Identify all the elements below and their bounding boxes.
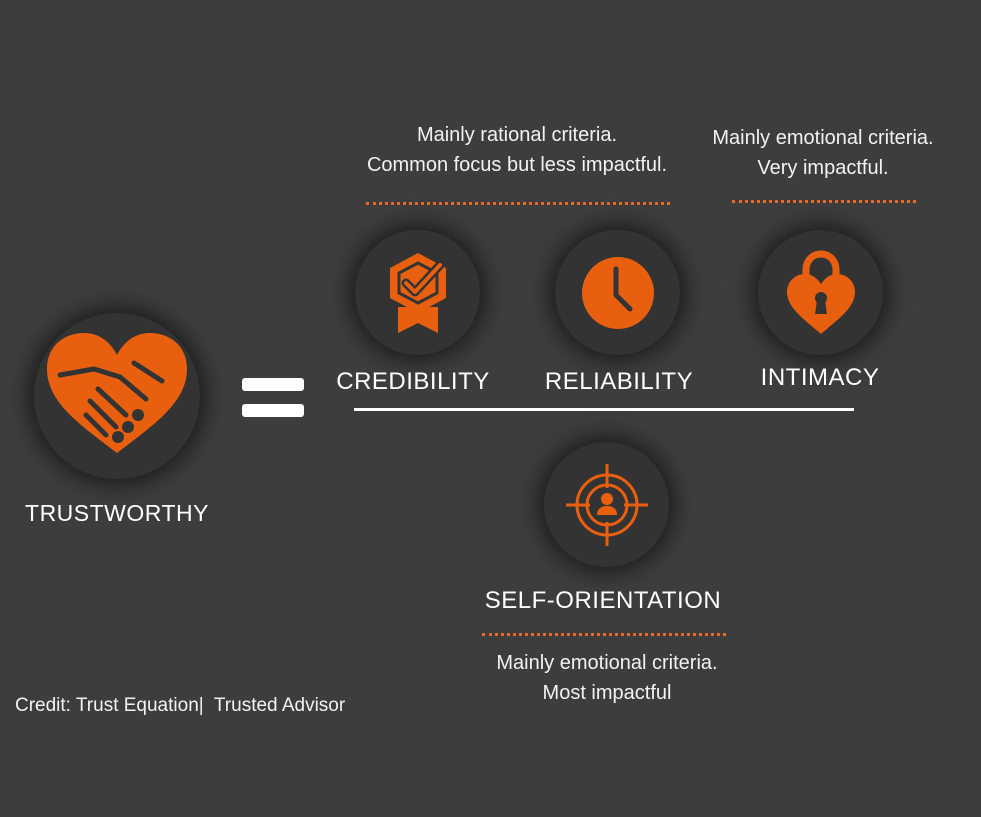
trustworthy-label: TRUSTWORTHY — [25, 500, 209, 526]
emotional-note-line-2: Very impactful. — [757, 157, 889, 179]
equals-bar-top — [242, 378, 304, 391]
intimacy-label: INTIMACY — [760, 364, 880, 391]
fraction-line — [354, 408, 854, 411]
emotional-dotted-line — [732, 200, 916, 203]
self-orientation-dotted-line — [482, 633, 726, 636]
emotional-criteria-note: Mainly emotional criteria. Very impactfu… — [696, 123, 950, 183]
rational-note-line-2: Common focus but less impactful. — [366, 154, 668, 176]
rational-note-line-1: Mainly rational criteria. — [416, 124, 618, 146]
equals-bar-bottom — [242, 404, 304, 417]
reliability-circle — [555, 230, 680, 355]
credibility-circle — [355, 230, 480, 355]
rational-dotted-line — [366, 202, 670, 205]
trustworthy-circle — [34, 313, 200, 479]
handshake-heart-icon — [47, 333, 187, 453]
self-orientation-note-line-1: Mainly emotional criteria. — [496, 652, 718, 674]
credit-text: Credit: Trust Equation| Trusted Advisor — [15, 695, 346, 716]
clock-icon — [581, 256, 654, 329]
heart-lock-icon — [786, 249, 855, 334]
rational-criteria-note: Mainly rational criteria. Common focus b… — [352, 120, 682, 180]
badge-check-icon — [389, 252, 446, 333]
intimacy-circle — [758, 230, 883, 355]
self-orientation-circle — [544, 442, 669, 567]
self-orientation-label: SELF-ORIENTATION — [484, 587, 722, 614]
target-person-icon — [565, 463, 648, 546]
credibility-label: CREDIBILITY — [336, 368, 490, 395]
emotional-note-line-1: Mainly emotional criteria. — [712, 127, 934, 149]
reliability-label: RELIABILITY — [544, 368, 694, 395]
self-orientation-note-line-2: Most impactful — [542, 682, 672, 704]
self-orientation-note: Mainly emotional criteria. Most impactfu… — [476, 648, 738, 708]
